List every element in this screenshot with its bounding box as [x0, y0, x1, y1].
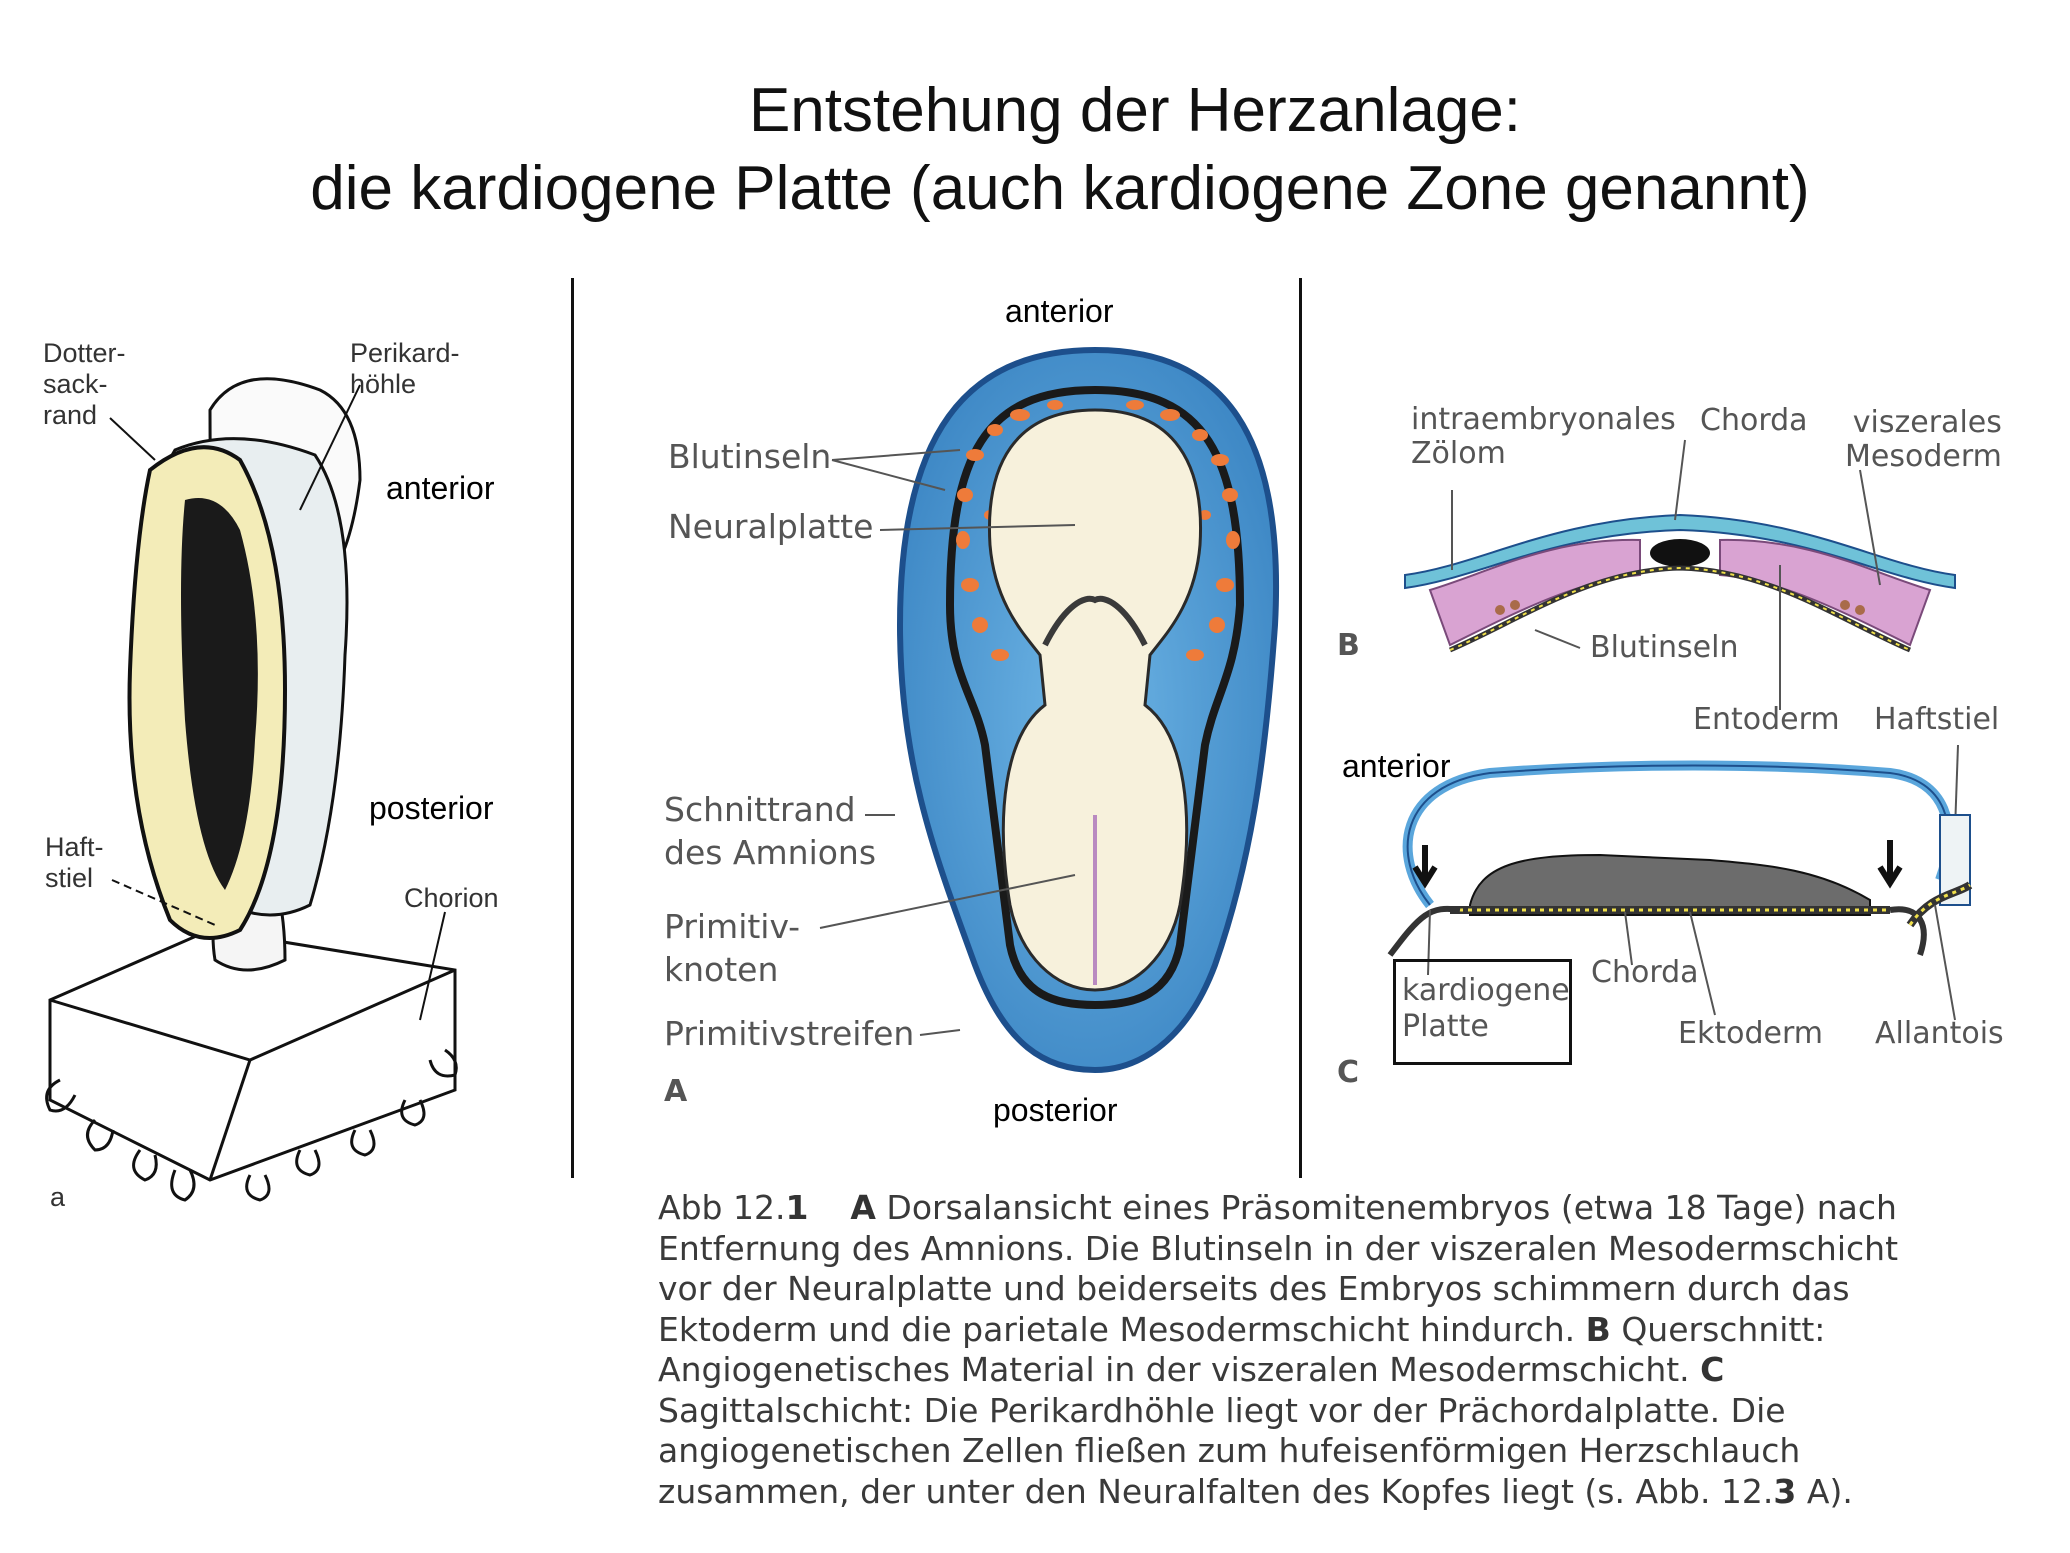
- label-kardiogene-platte: kardiogene Platte: [1402, 973, 1570, 1044]
- label-perikardhoehle: Perikard- höhle: [350, 338, 460, 399]
- sagittal-section-c-leaders: [1427, 904, 1956, 1021]
- caption-b-text: Querschnitt: Angiogenetisches Material i…: [658, 1309, 1826, 1390]
- caption-a-text: Dorsalansicht eines Präsomitenembryos (e…: [658, 1188, 1899, 1349]
- label-viszerales-mesoderm: viszerales Mesoderm: [1845, 405, 2002, 474]
- divider-right: [1299, 278, 1302, 1178]
- label-zoelom: intraembryonales Zölom: [1411, 402, 1676, 471]
- label-dottersackrand: Dotter- sack- rand: [43, 338, 126, 430]
- panel-letter-B: B: [1337, 628, 1360, 663]
- label-primitivknoten: Primitiv- knoten: [664, 907, 801, 989]
- cross-section-b-illustration: [1404, 513, 1956, 653]
- label-blutinseln-b: Blutinseln: [1590, 630, 1739, 665]
- label-entoderm: Entoderm: [1693, 702, 1840, 737]
- caption-b-letter: B: [1585, 1309, 1611, 1349]
- slide-title-line1: Entstehung der Herzanlage:: [748, 76, 1522, 145]
- slide-title-line2: die kardiogene Platte (auch kardiogene Z…: [310, 154, 1810, 223]
- cross-section-b-leaders: [1451, 439, 1959, 831]
- label-anterior-b: anterior: [1005, 293, 1114, 329]
- label-haftstiel-a: Haft- stiel: [45, 832, 104, 893]
- caption-c-ref-num: 3: [1773, 1471, 1797, 1511]
- label-allantois: Allantois: [1875, 1016, 2004, 1051]
- label-anterior-a: anterior: [386, 470, 495, 506]
- label-blutinseln-a: Blutinseln: [668, 437, 832, 476]
- label-posterior-a: posterior: [369, 790, 494, 826]
- panel-letter-A: A: [664, 1074, 688, 1109]
- caption-a-letter: A: [850, 1188, 876, 1227]
- divider-left: [571, 278, 574, 1178]
- label-schnittrand: Schnittrand des Amnions: [664, 790, 877, 872]
- caption-abb-num: 1: [785, 1188, 809, 1227]
- label-chorda-b: Chorda: [1700, 403, 1808, 438]
- dorsal-view-leaders: [819, 449, 1076, 1036]
- label-posterior-b: posterior: [993, 1092, 1118, 1128]
- kardiogene-platte-box: [1393, 959, 1572, 1065]
- label-ektoderm: Ektoderm: [1678, 1016, 1823, 1051]
- dorsal-view-illustration: [896, 346, 1279, 1074]
- label-anterior-c: anterior: [1342, 748, 1451, 784]
- label-neuralplatte: Neuralplatte: [668, 507, 874, 546]
- label-primitivstreifen: Primitivstreifen: [664, 1014, 915, 1053]
- sagittal-section-c-illustration: [1387, 760, 1973, 957]
- caption-abb: Abb 12.: [658, 1188, 786, 1227]
- panel-letter-a: a: [50, 1182, 66, 1212]
- figure-caption: Abb 12.1 A Dorsalansicht eines Präsomite…: [658, 1188, 1958, 1512]
- label-chorion: Chorion: [404, 883, 499, 913]
- label-chorda-c: Chorda: [1591, 955, 1699, 990]
- caption-c-letter: C: [1700, 1350, 1725, 1389]
- label-haftstiel-c: Haftstiel: [1874, 702, 2000, 737]
- embryo-3d-illustration: [45, 377, 458, 1202]
- caption-c-end: A).: [1796, 1471, 1853, 1511]
- panel-letter-C: C: [1337, 1055, 1360, 1090]
- caption-c-text: Sagittalschicht: Die Perikardhöhle liegt…: [658, 1390, 1801, 1511]
